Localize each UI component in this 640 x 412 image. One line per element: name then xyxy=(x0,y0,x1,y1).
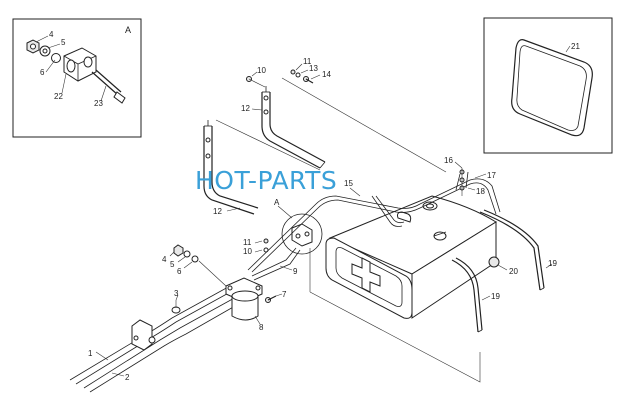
fuel-filter xyxy=(225,277,263,321)
callout-13: 13 xyxy=(309,64,318,73)
callout-14: 14 xyxy=(322,70,331,79)
callout-22: 22 xyxy=(54,92,63,101)
callout-5: 5 xyxy=(170,260,175,269)
callout-20: 20 xyxy=(509,267,518,276)
callout-11: 11 xyxy=(303,57,312,66)
callout-23: 23 xyxy=(94,99,103,108)
callout-8: 8 xyxy=(259,323,264,332)
callout-10: 10 xyxy=(257,66,266,75)
callout-12: 12 xyxy=(241,104,250,113)
detail-a-inset: A 4 5 6 22 xyxy=(12,18,142,138)
callout-16: 16 xyxy=(444,156,453,165)
seal-ring-inset: 21 xyxy=(483,17,613,154)
callout-7: 7 xyxy=(282,290,287,299)
tank-emblem-cross xyxy=(351,257,381,293)
callout-21: 21 xyxy=(571,42,580,51)
lock-washer-part xyxy=(51,53,61,63)
callout-1: 1 xyxy=(88,349,93,358)
tank-bracket-upper xyxy=(261,86,326,169)
tank-seal-ring-part xyxy=(511,39,593,137)
callout-6: 6 xyxy=(177,267,182,276)
callout-18: 18 xyxy=(476,187,485,196)
nut-part xyxy=(26,39,40,54)
mounting-block-part xyxy=(63,47,97,82)
filter-fasteners xyxy=(173,244,227,287)
callout-11: 11 xyxy=(243,238,252,247)
detail-a-callout: A xyxy=(274,198,323,255)
callout-17: 17 xyxy=(487,171,496,180)
callout-4: 4 xyxy=(162,255,167,264)
upper-fasteners xyxy=(246,69,314,88)
tank-bracket-lower xyxy=(203,120,259,215)
pipe-connector-block xyxy=(131,319,156,351)
right-fasteners xyxy=(459,168,465,196)
callout-4: 4 xyxy=(49,30,54,39)
fuel-tank xyxy=(325,195,500,319)
callout-10: 10 xyxy=(243,247,252,256)
callout-19: 19 xyxy=(491,292,500,301)
callout-6: 6 xyxy=(40,68,45,77)
callout-15: 15 xyxy=(344,179,353,188)
callout-12: 12 xyxy=(213,207,222,216)
callout-5: 5 xyxy=(61,38,66,47)
callout-9: 9 xyxy=(293,267,298,276)
detail-a-label: A xyxy=(125,25,131,35)
filter-bolt xyxy=(265,295,277,303)
drain-plug xyxy=(488,256,500,268)
tank-straps xyxy=(451,209,545,333)
pipe-clip xyxy=(171,300,181,314)
callout-19: 19 xyxy=(548,259,557,268)
callout-2: 2 xyxy=(125,373,130,382)
callout-3: 3 xyxy=(174,289,179,298)
bolt-part xyxy=(91,69,126,104)
detail-a-view-label: A xyxy=(274,198,280,207)
